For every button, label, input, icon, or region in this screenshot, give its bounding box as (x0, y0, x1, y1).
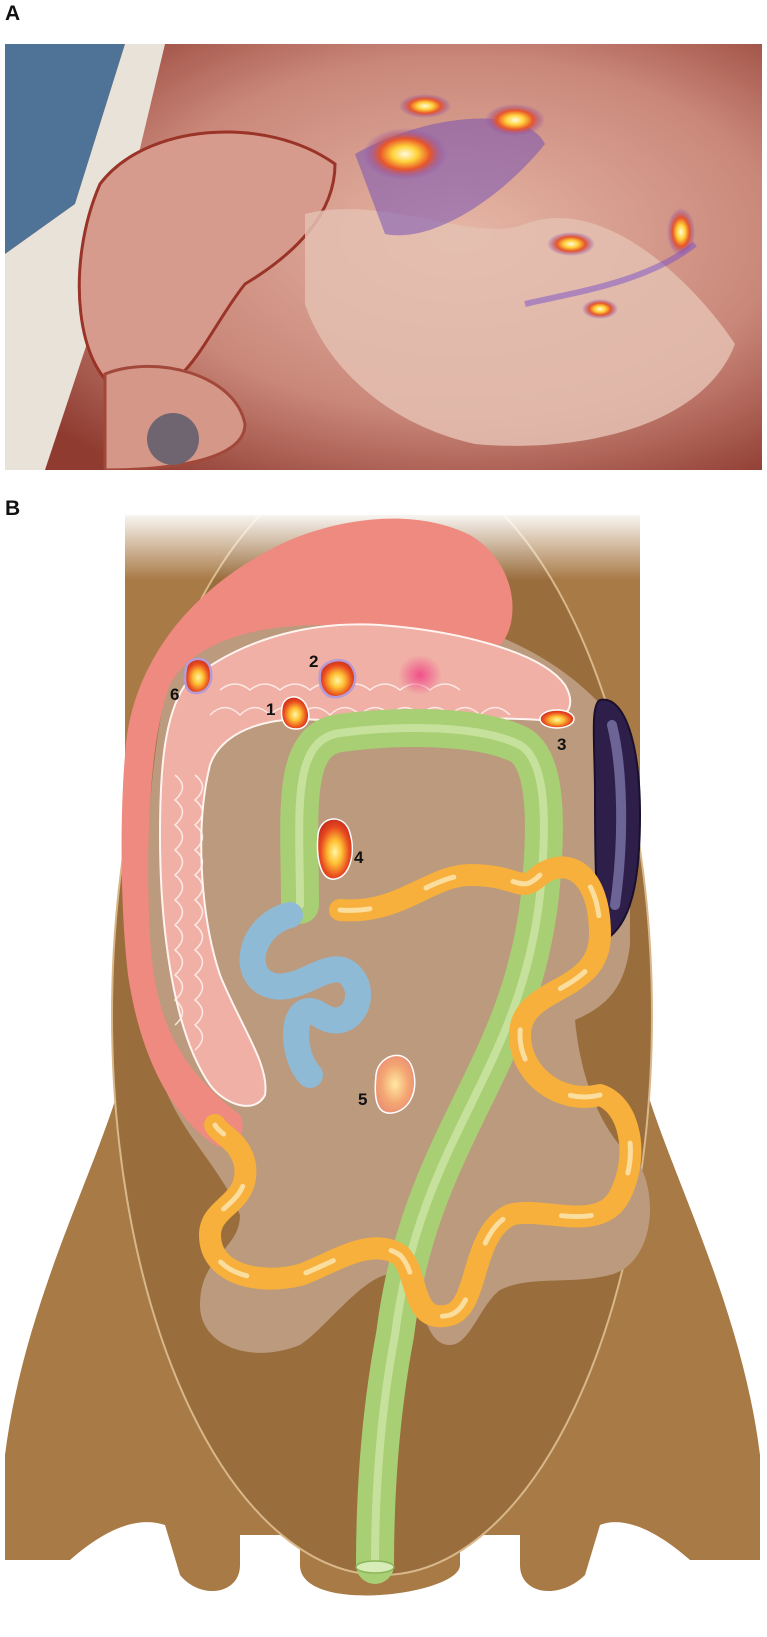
panel-a-label: A (5, 2, 21, 25)
lesion-label-5: 5 (358, 1090, 367, 1109)
lesion-5 (374, 1054, 416, 1114)
intraoperative-fluorescence-photo (5, 44, 762, 470)
abdominal-schematic-diagram: 1 2 3 4 5 6 (0, 515, 767, 1596)
lesion-4 (316, 818, 354, 880)
lesion-label-2: 2 (309, 652, 318, 671)
lesion-label-4: 4 (354, 848, 364, 867)
lesion-label-1: 1 (266, 700, 275, 719)
ureter (239, 902, 371, 1088)
lesion-2 (318, 658, 357, 699)
lesion-label-3: 3 (557, 735, 566, 754)
lesion-3 (539, 709, 575, 729)
lesion-1 (280, 696, 310, 730)
liver (121, 518, 513, 1148)
lesion-6 (183, 657, 213, 695)
lesion-label-6: 6 (170, 685, 179, 704)
